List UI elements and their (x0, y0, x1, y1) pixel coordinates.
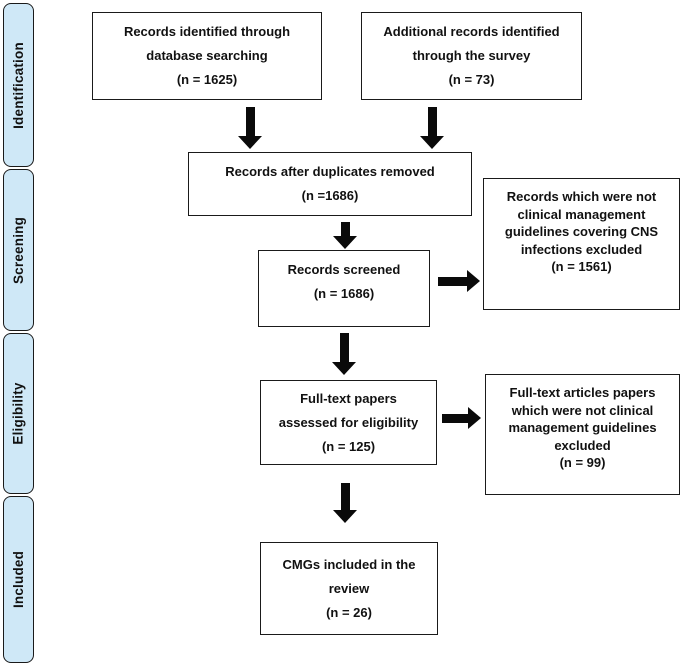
arrow-head-icon (467, 270, 480, 292)
stage-screening: Screening (3, 169, 34, 331)
box-cmgs-included: CMGs included in the review (n = 26) (260, 542, 438, 635)
stage-identification-label: Identification (11, 41, 26, 129)
text-line: (n = 26) (326, 604, 372, 620)
text-line: review (328, 580, 370, 596)
text-line: (n = 99) (559, 455, 606, 470)
text-line: Additional records identified (383, 24, 560, 39)
text-line: (n = 1625) (176, 72, 238, 87)
text-line: infections excluded (520, 241, 643, 257)
text-line: (n =1686) (301, 188, 359, 203)
text-line: excluded (554, 437, 611, 453)
text-line: through the survey (412, 48, 531, 63)
arrow-head-icon (333, 236, 357, 249)
box-fulltext-excluded: Full-text articles papers which were not… (485, 374, 680, 495)
text-line: (n = 1561) (551, 259, 612, 274)
arrow-down-database-to-duplicates (238, 107, 262, 149)
arrow-shaft (427, 107, 437, 136)
arrow-down-survey-to-duplicates (420, 107, 444, 149)
arrow-down-screened-to-fulltext (332, 333, 356, 375)
arrow-head-icon (420, 136, 444, 149)
stage-screening-label: Screening (11, 216, 27, 284)
text-line: (n = 73) (448, 72, 495, 87)
text-line: (n = 1686) (313, 286, 375, 301)
arrow-right-screened-to-excluded (438, 270, 480, 292)
arrow-shaft (340, 483, 350, 510)
arrow-down-duplicates-to-screened (333, 222, 357, 249)
box-records-excluded: Records which were not clinical manageme… (483, 178, 680, 310)
arrow-head-icon (468, 407, 481, 429)
text-line: guidelines covering CNS (504, 224, 659, 239)
arrow-shaft (442, 413, 468, 423)
text-line: Records screened (287, 262, 401, 277)
text-line: Records after duplicates removed (225, 164, 435, 179)
box-fulltext-assessed: Full-text papers assessed for eligibilit… (260, 380, 437, 465)
text-line: database searching (146, 48, 268, 63)
text-line: Full-text papers (300, 390, 397, 406)
box-records-identified-database: Records identified through database sear… (92, 12, 322, 100)
arrow-shaft (340, 222, 350, 236)
stage-identification: Identification (3, 3, 34, 167)
box-after-duplicates-removed: Records after duplicates removed (n =168… (188, 152, 472, 216)
text-line: Records identified through (123, 24, 291, 39)
stage-eligibility: Eligibility (3, 333, 34, 494)
arrow-shaft (438, 276, 467, 286)
arrow-shaft (245, 107, 255, 136)
text-line: (n = 125) (321, 438, 376, 454)
box-records-identified-survey: Additional records identified through th… (361, 12, 582, 100)
box-records-screened: Records screened (n = 1686) (258, 250, 430, 327)
arrow-head-icon (332, 362, 356, 375)
stage-included-label: Included (11, 550, 27, 609)
text-line: CMGs included in the (282, 556, 416, 572)
text-line: assessed for eligibility (278, 414, 419, 430)
arrow-down-fulltext-to-included (333, 483, 357, 523)
stage-included: Included (3, 496, 34, 663)
arrow-head-icon (238, 136, 262, 149)
text-line: Records which were not (506, 189, 657, 204)
text-line: Full-text articles papers (509, 385, 656, 400)
arrow-right-fulltext-to-excluded (442, 407, 481, 429)
text-line: which were not clinical (511, 402, 654, 418)
arrow-head-icon (333, 510, 357, 523)
text-line: clinical management (517, 206, 646, 222)
text-line: management guidelines (508, 420, 657, 435)
arrow-shaft (339, 333, 349, 362)
stage-eligibility-label: Eligibility (11, 382, 26, 445)
